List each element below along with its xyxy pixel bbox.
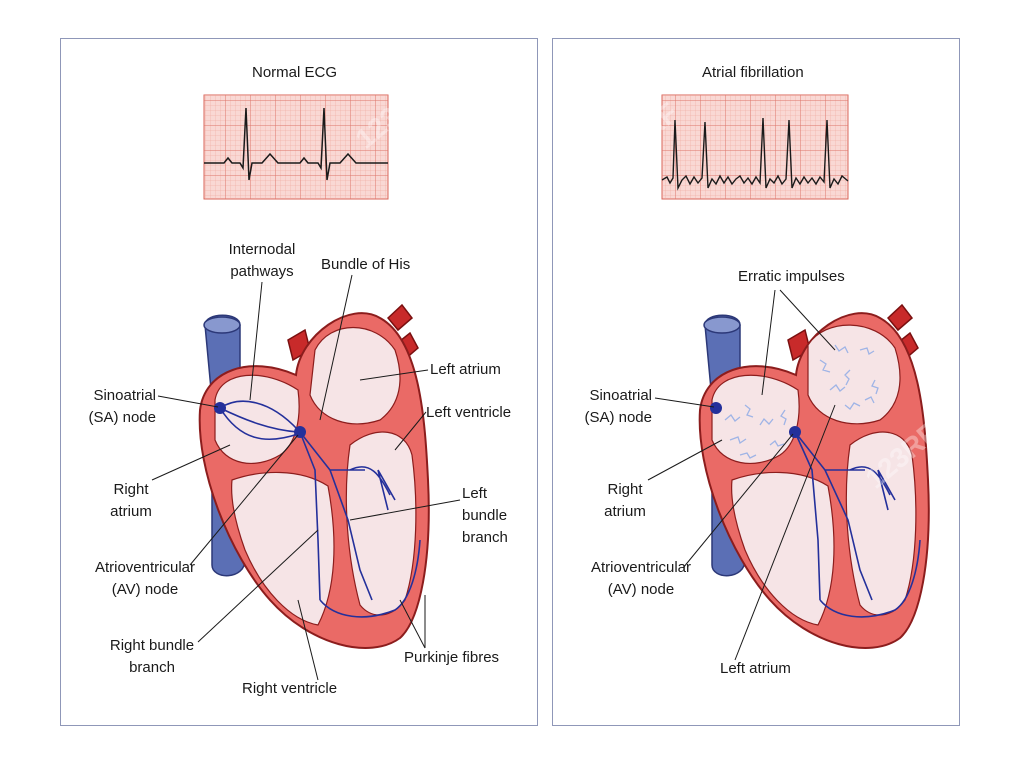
- ecg-af-trace: [661, 117, 849, 191]
- ecg-normal-title: Normal ECG: [252, 64, 338, 81]
- ecg-af-title: Atrial fibrillation: [702, 64, 804, 81]
- left-atrium-chamber: [309, 327, 401, 425]
- sa-node-dot: [214, 402, 226, 414]
- erratic-impulses: [724, 344, 879, 459]
- label-left-ventricle: Left ventricle: [426, 404, 512, 421]
- ecg-normal-strip: [203, 94, 389, 200]
- label-purkinje-fibres: Purkinje fibres: [404, 649, 500, 666]
- sa-node-dot-af: [710, 402, 722, 414]
- label-right-atrium-af: Right atrium: [604, 481, 646, 520]
- label-sa-node-af: Sinoatrial (SA) node: [584, 387, 652, 426]
- label-internodal-pathways: Internodal pathways: [228, 241, 296, 280]
- label-av-node: Atrioventricular (AV) node: [94, 559, 196, 598]
- label-sa-node: Sinoatrial (SA) node: [88, 387, 156, 426]
- label-bundle-of-his: Bundle of His: [321, 256, 411, 273]
- left-atrium-chamber-af: [807, 324, 901, 425]
- heart-normal: [198, 303, 430, 650]
- ecg-normal-trace: [204, 107, 388, 181]
- av-node-dot: [294, 426, 306, 438]
- label-left-atrium-af: Left atrium: [720, 660, 791, 677]
- leader-lines: [151, 274, 836, 681]
- label-av-node-af: Atrioventricular (AV) node: [590, 559, 692, 598]
- conduction-pathways-af: [794, 431, 921, 618]
- label-left-bundle-branch: Left bundle branch: [462, 485, 508, 546]
- label-left-atrium: Left atrium: [430, 361, 501, 378]
- label-right-bundle-branch: Right bundle branch: [109, 637, 195, 676]
- label-right-atrium: Right atrium: [110, 481, 152, 520]
- right-ventricle-chamber: [231, 471, 335, 626]
- heart-af: [698, 303, 930, 650]
- right-ventricle-chamber-af: [731, 471, 835, 626]
- conduction-pathways: [219, 400, 421, 618]
- label-erratic-impulses: Erratic impulses: [738, 268, 845, 285]
- ecg-af-strip: [661, 94, 849, 200]
- panel-af: [552, 38, 960, 726]
- panel-normal: [60, 38, 538, 726]
- label-right-ventricle: Right ventricle: [242, 680, 338, 697]
